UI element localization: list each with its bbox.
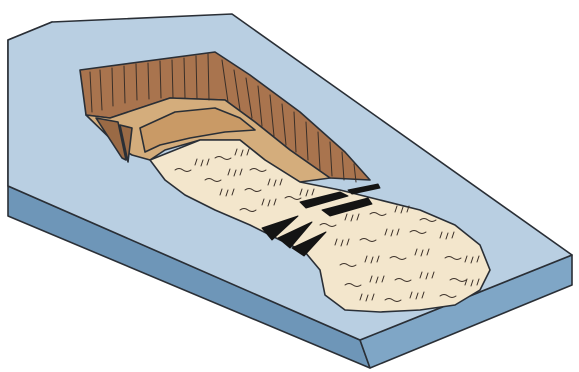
slump-landslide-block-diagram	[0, 0, 579, 372]
